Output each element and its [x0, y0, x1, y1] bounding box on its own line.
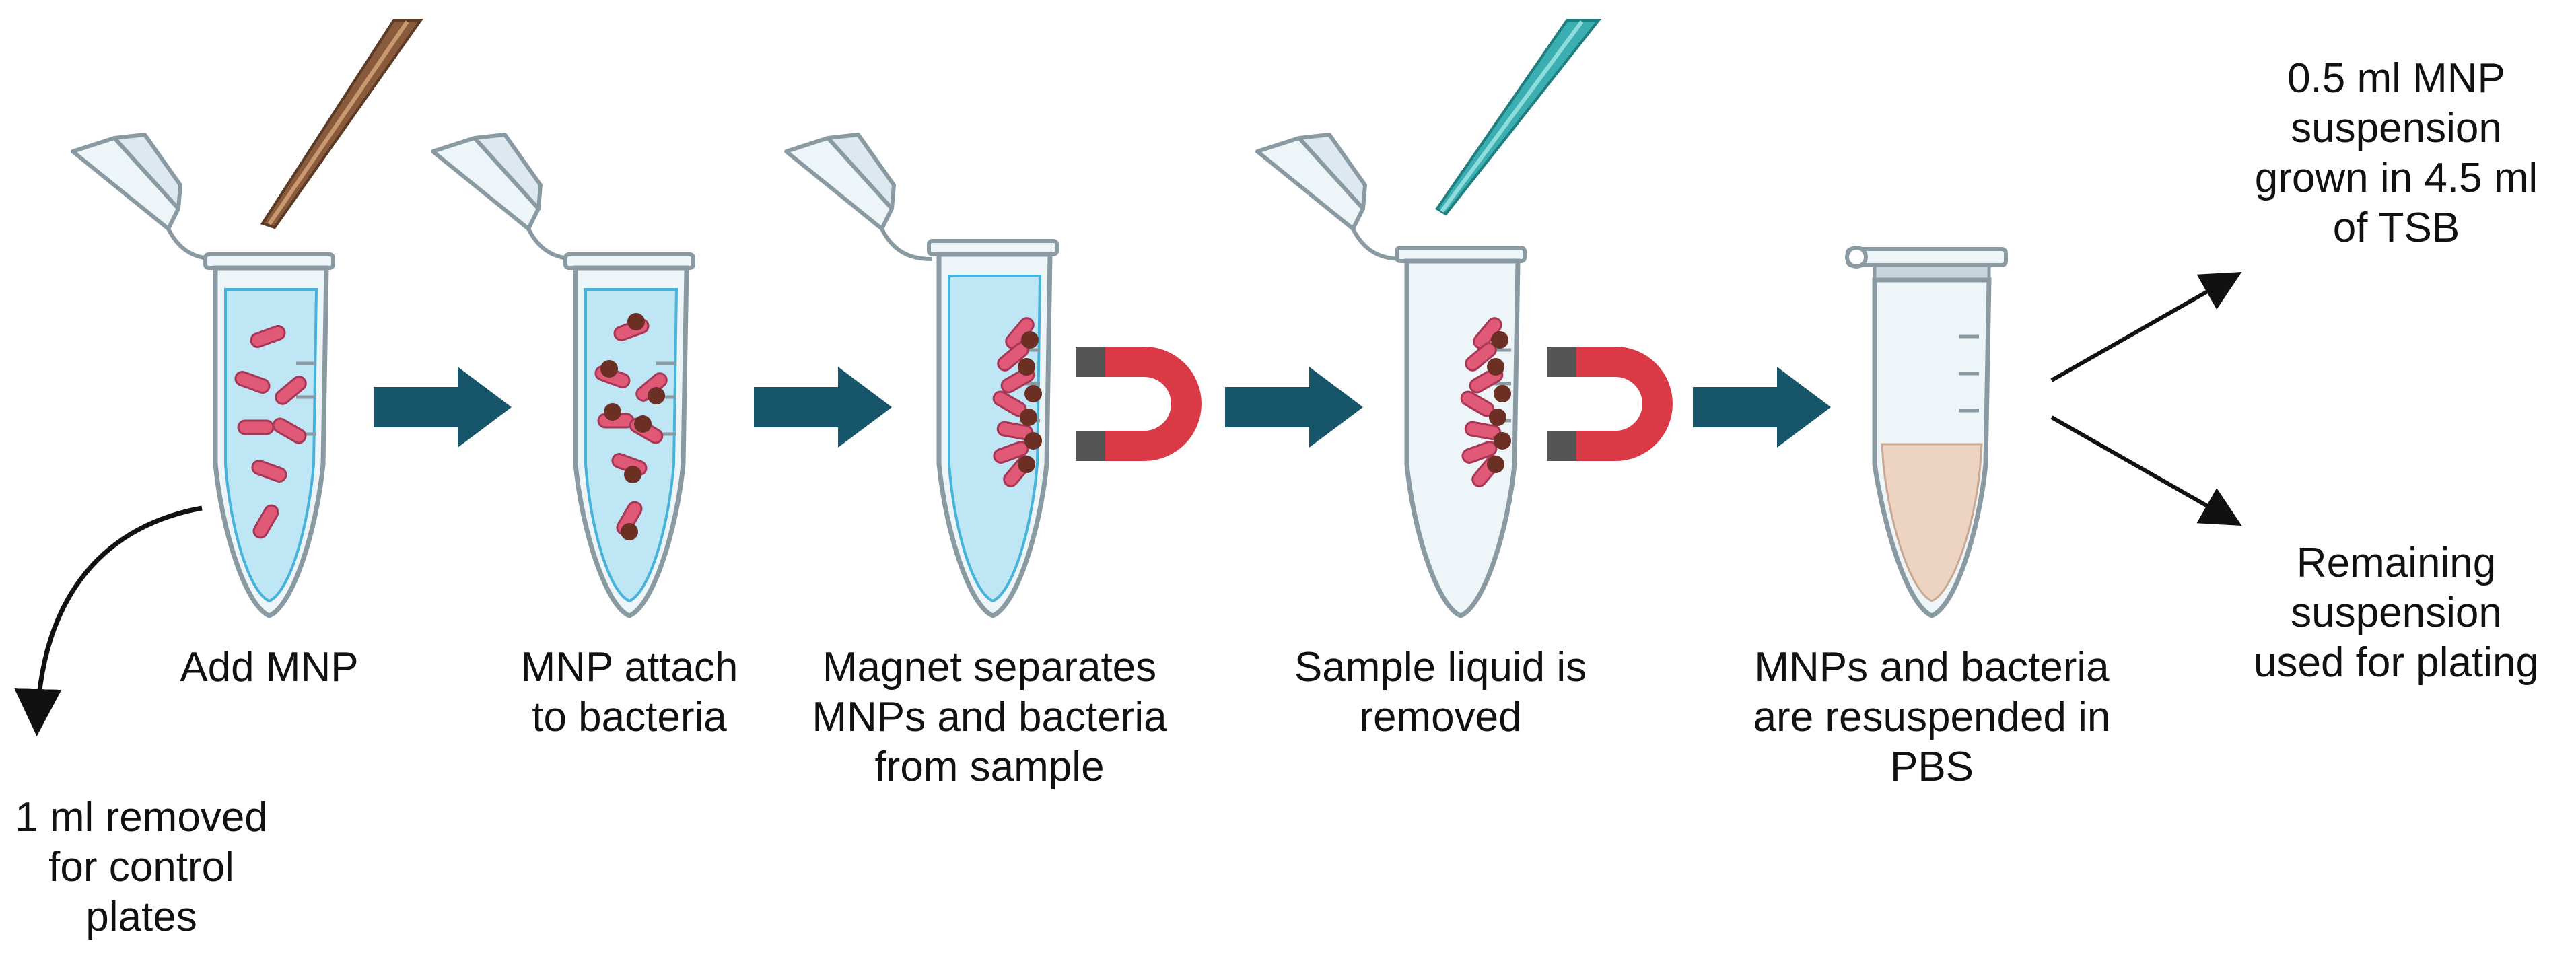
step-5-line-1: MNPs and bacteria — [1754, 644, 2110, 691]
branch-top-label: 0.5 ml MNP suspension grown in 4.5 ml of… — [2228, 54, 2565, 253]
control-line-2: for control — [48, 844, 234, 890]
step-5-label: MNPs and bacteria are resuspended in PBS — [1743, 643, 2120, 792]
step-arrow-4 — [1693, 367, 1831, 448]
magnet-icon — [1076, 347, 1202, 461]
magnet-icon — [1547, 347, 1673, 461]
tube-1-icon — [71, 19, 423, 618]
step-2-line-2: to bacteria — [532, 694, 727, 740]
step-arrow-1 — [374, 367, 512, 448]
pipette-teal-icon — [1435, 19, 1602, 216]
branch-bottom-label: Remaining suspension used for plating — [2228, 538, 2565, 688]
tube-lid-icon — [431, 133, 580, 261]
branch-top-line-4: of TSB — [2332, 205, 2460, 251]
step-1-line-1: Add MNP — [180, 644, 359, 691]
branch-top-line-1: 0.5 ml MNP — [2287, 55, 2505, 102]
step-3-line-1: Magnet separates — [822, 644, 1157, 691]
step-1-label: Add MNP — [168, 643, 370, 693]
step-4-label: Sample liquid is removed — [1265, 643, 1615, 742]
branch-arrow-top — [2050, 272, 2242, 382]
branch-bottom-line-3: used for plating — [2254, 639, 2539, 686]
pipette-brown-icon — [260, 19, 423, 229]
tube-lid-icon — [784, 133, 933, 261]
step-3-line-3: from sample — [874, 744, 1105, 790]
step-5-line-2: are resuspended in — [1753, 694, 2111, 740]
tube-lid-icon — [71, 133, 219, 261]
step-arrow-3 — [1225, 367, 1363, 448]
tube-lid-icon — [1255, 133, 1404, 261]
tube-5-icon — [1845, 246, 2008, 618]
tube-4-icon — [1255, 19, 1673, 618]
branch-top-line-2: suspension — [2291, 105, 2502, 151]
step-2-line-1: MNP attach — [520, 644, 738, 691]
step-4-line-2: removed — [1359, 694, 1522, 740]
tube-2-icon — [431, 133, 695, 618]
control-plates-label: 1 ml removed for control plates — [0, 793, 283, 942]
branch-bottom-line-1: Remaining — [2296, 540, 2497, 586]
step-3-line-2: MNPs and bacteria — [812, 694, 1167, 740]
step-3-label: Magnet separates MNPs and bacteria from … — [801, 643, 1178, 792]
branch-bottom-line-2: suspension — [2291, 590, 2502, 636]
step-2-label: MNP attach to bacteria — [512, 643, 747, 742]
branch-top-line-3: grown in 4.5 ml — [2254, 155, 2538, 201]
step-4-line-1: Sample liquid is — [1294, 644, 1587, 691]
step-5-line-3: PBS — [1889, 744, 1974, 790]
control-line-1: 1 ml removed — [15, 794, 268, 841]
control-sample-arrow — [14, 505, 203, 736]
branch-arrow-bottom — [2050, 415, 2242, 526]
control-line-3: plates — [85, 894, 197, 940]
tube-3-icon — [784, 133, 1202, 618]
step-arrow-2 — [754, 367, 892, 448]
